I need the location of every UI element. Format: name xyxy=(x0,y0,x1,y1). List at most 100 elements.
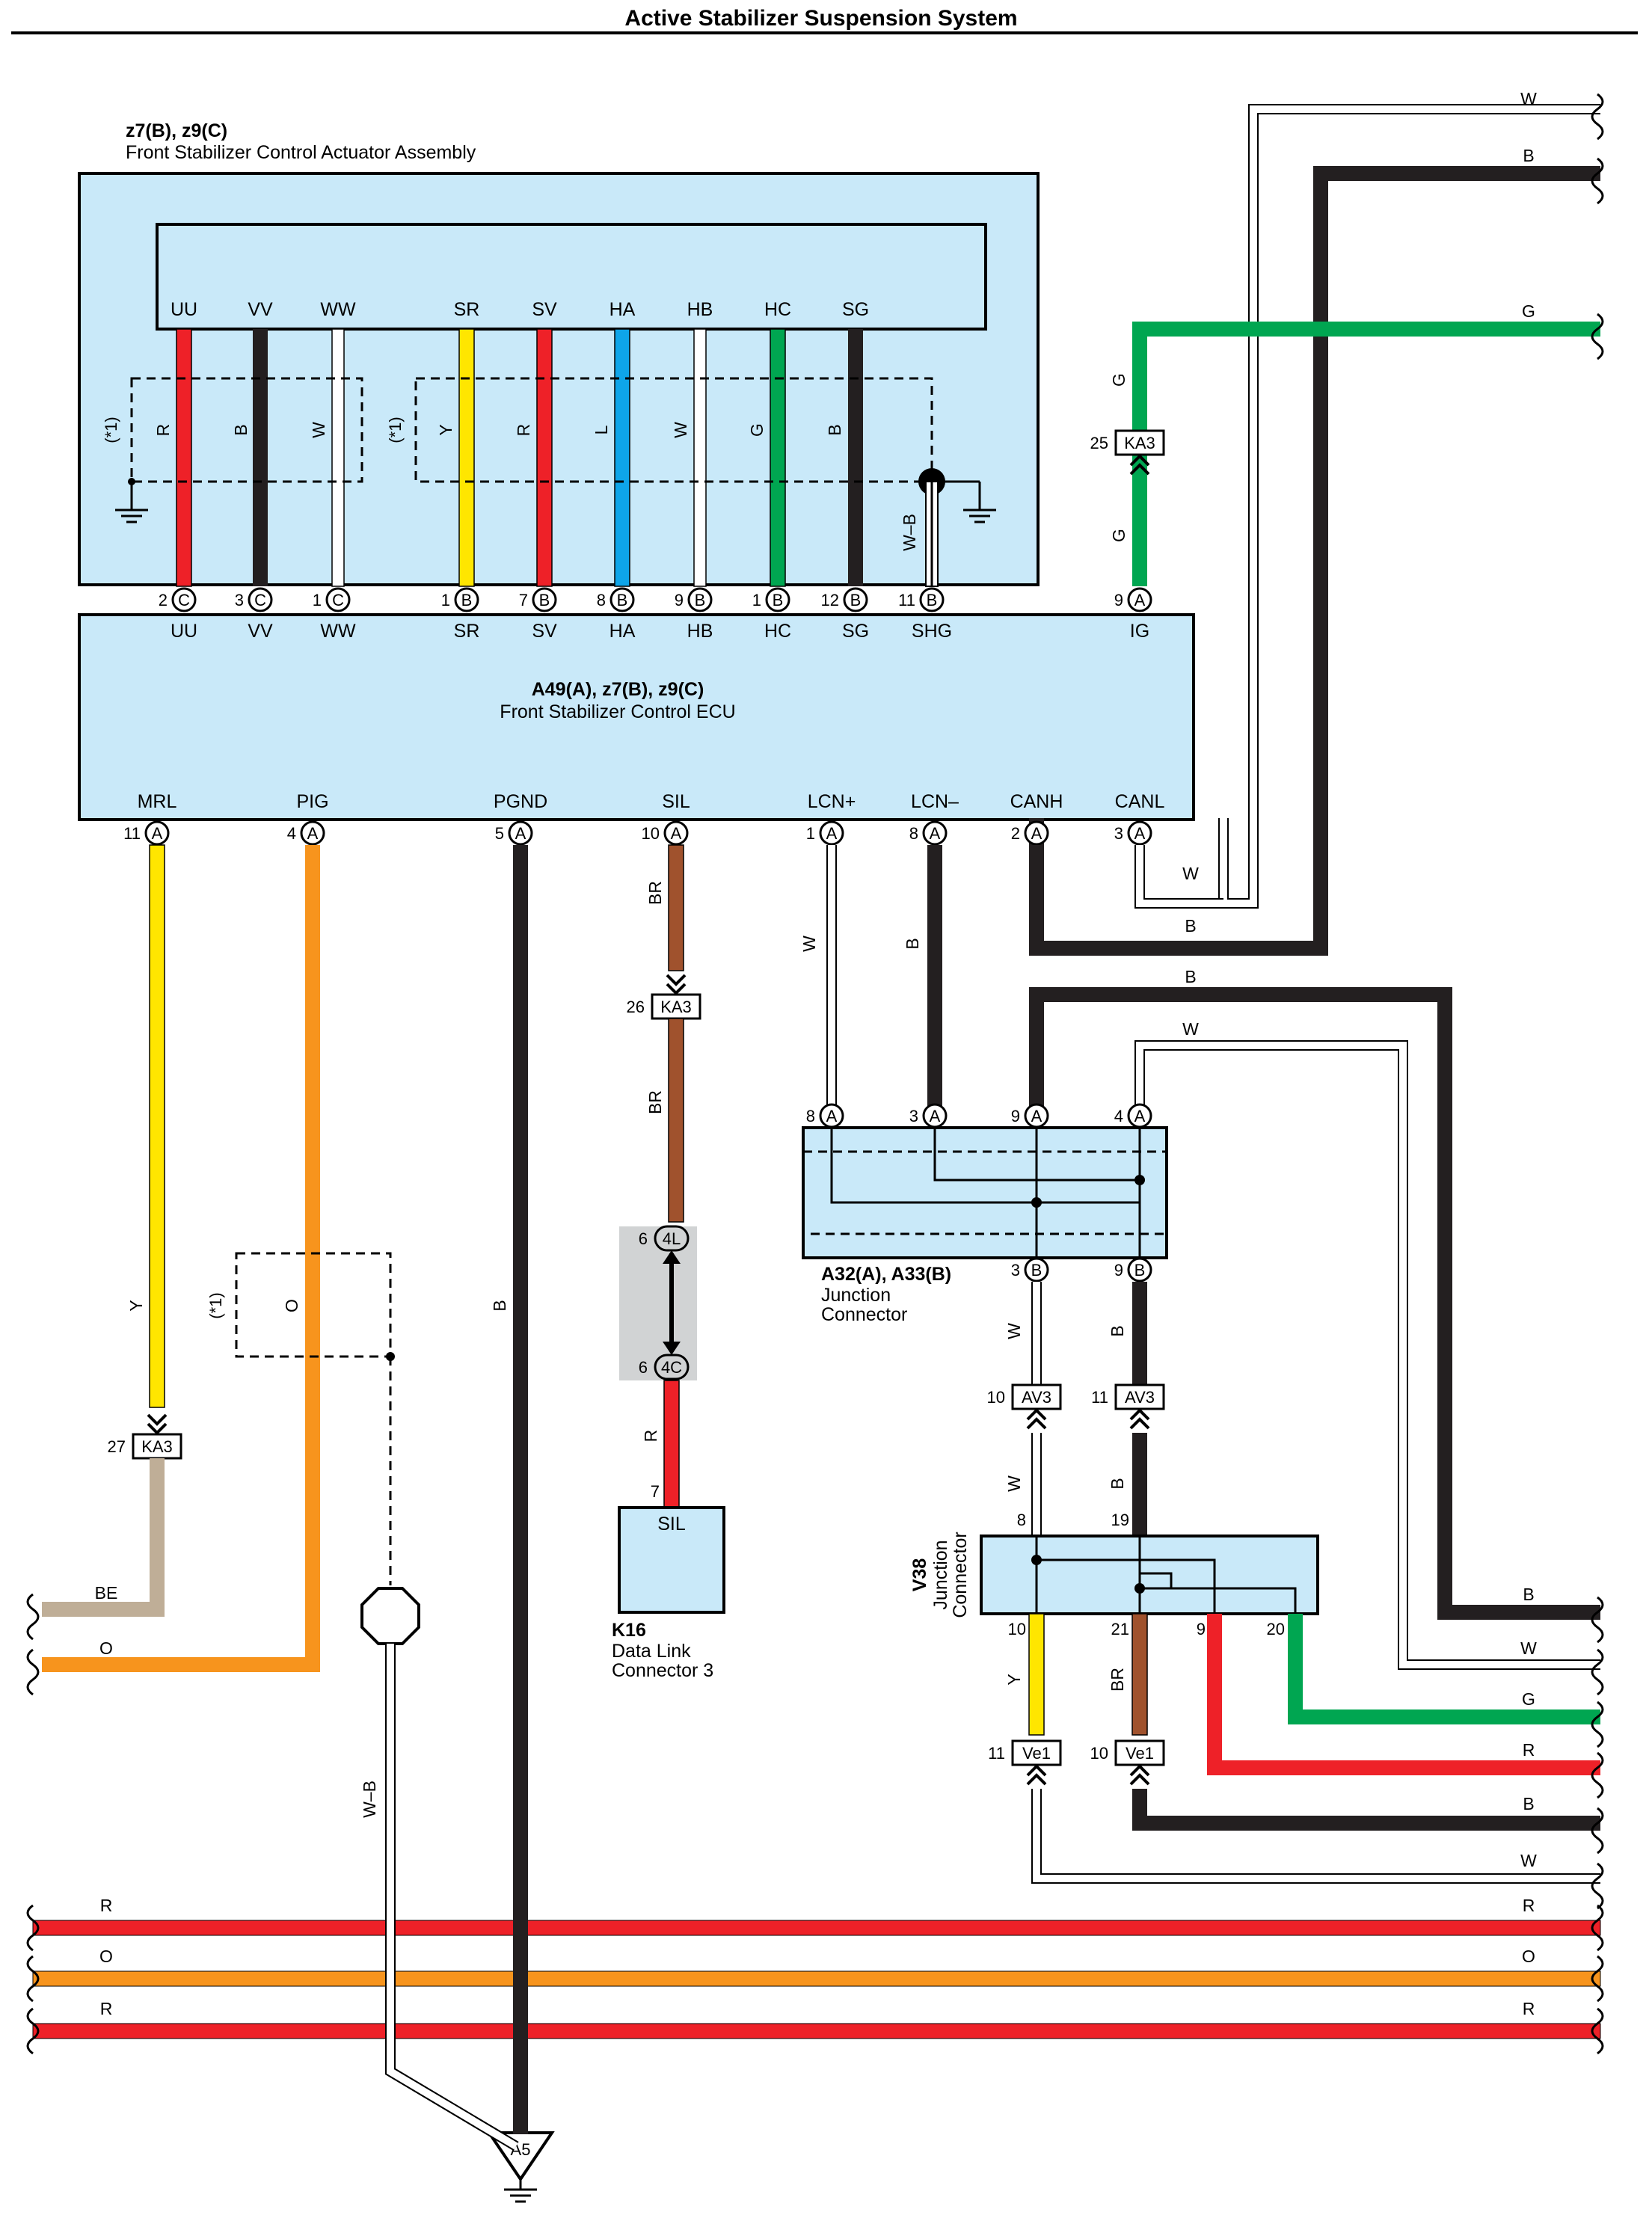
ka3-sil-connector: KA3 26 xyxy=(627,974,701,1020)
svg-text:1: 1 xyxy=(441,591,450,609)
svg-text:A: A xyxy=(515,824,526,843)
canl-wire-label: W xyxy=(1182,864,1199,883)
svg-text:10: 10 xyxy=(987,1388,1005,1407)
svg-text:PIG: PIG xyxy=(296,791,328,812)
svg-text:2: 2 xyxy=(1011,824,1020,843)
v38-name-1: Junction xyxy=(930,1540,951,1609)
top-b-wire-label: B xyxy=(1185,967,1196,986)
svg-text:A: A xyxy=(1134,824,1146,843)
act-term-sg: SG xyxy=(842,299,869,320)
sil-wire-label-3: R xyxy=(641,1430,660,1443)
svg-text:A: A xyxy=(307,824,319,843)
svg-text:1: 1 xyxy=(752,591,761,609)
svg-text:9: 9 xyxy=(1114,591,1123,609)
svg-text:A: A xyxy=(826,824,838,843)
svg-text:C: C xyxy=(332,591,344,609)
v38-top-pin-2: 19 xyxy=(1111,1511,1129,1529)
svg-text:8: 8 xyxy=(806,1107,815,1125)
svg-text:KA3: KA3 xyxy=(660,998,692,1016)
wire-vv xyxy=(253,329,268,586)
diagram-title: Active Stabilizer Suspension System xyxy=(624,6,1017,31)
dlc-box xyxy=(618,1506,725,1614)
act-term-ha: HA xyxy=(609,299,636,320)
act-term-uu: UU xyxy=(171,299,197,320)
av3-b-connector: AV3 11 xyxy=(1091,1383,1165,1430)
ig-wire-label-bot: G xyxy=(1109,529,1129,542)
svg-text:A: A xyxy=(152,824,163,843)
shield-label-right: (*1) xyxy=(386,417,405,443)
wire-hc xyxy=(770,328,786,587)
a32-bottom-pins: B3 B9 xyxy=(1011,1257,1152,1282)
ka3-mrl-connector: KA3 27 xyxy=(108,1413,182,1460)
act-term-hc: HC xyxy=(764,299,791,320)
a32-top-pins: A8 A3 A9 A4 xyxy=(806,1103,1152,1128)
ve1-br-label: BR xyxy=(1108,1668,1127,1692)
svg-text:G: G xyxy=(747,423,767,437)
svg-text:2: 2 xyxy=(159,591,168,609)
bus-right-1: R xyxy=(1523,1896,1535,1915)
av3-w-connector: AV3 10 xyxy=(987,1383,1062,1430)
edge-label-r1: R xyxy=(1523,1740,1535,1760)
bottom-buses: R O R R O R xyxy=(32,1896,1601,2039)
shield-junction-octagon xyxy=(360,1587,420,1645)
svg-text:B: B xyxy=(773,591,784,609)
svg-text:B: B xyxy=(461,591,473,609)
bus-left-3: R xyxy=(100,1999,113,2018)
ground-a5: A5 xyxy=(486,2131,555,2203)
svg-text:HA: HA xyxy=(609,621,636,642)
svg-text:A: A xyxy=(826,1107,838,1125)
ecu-name: Front Stabilizer Control ECU xyxy=(500,701,735,722)
top-w-wire-label: W xyxy=(1182,1019,1199,1039)
a32-name-1: Junction xyxy=(821,1285,891,1306)
jb-4l: 4L 6 xyxy=(639,1225,690,1252)
svg-text:L: L xyxy=(592,425,611,434)
v38-bot-pin-1: 10 xyxy=(1008,1620,1026,1638)
edge-label-o-left: O xyxy=(99,1638,113,1658)
edge-break-marks-right xyxy=(1591,93,1604,2055)
jc-v38-box xyxy=(980,1535,1319,1615)
shg-wire-label: W–B xyxy=(900,514,919,551)
shield-box-left xyxy=(130,377,363,483)
svg-text:1: 1 xyxy=(806,824,815,843)
svg-text:11: 11 xyxy=(123,824,141,843)
svg-text:SR: SR xyxy=(454,621,480,642)
svg-text:3: 3 xyxy=(235,591,244,609)
bus-right-3: R xyxy=(1523,1999,1535,2018)
edge-label-be: BE xyxy=(95,1583,118,1603)
svg-text:A: A xyxy=(930,824,941,843)
svg-text:B: B xyxy=(539,591,550,609)
svg-text:B: B xyxy=(695,591,706,609)
svg-text:KA3: KA3 xyxy=(1124,434,1155,452)
edge-label-b3: B xyxy=(1523,1794,1534,1813)
svg-text:A: A xyxy=(1031,1107,1043,1125)
svg-text:9: 9 xyxy=(1114,1261,1123,1280)
svg-text:MRL: MRL xyxy=(138,791,177,812)
lcnm-wire-label: B xyxy=(903,938,922,949)
canh-wire-label: B xyxy=(1185,916,1196,936)
svg-text:AV3: AV3 xyxy=(1022,1388,1051,1407)
actuator-name: Front Stabilizer Control Actuator Assemb… xyxy=(126,142,476,163)
svg-text:A: A xyxy=(1031,824,1043,843)
svg-text:SIL: SIL xyxy=(662,791,690,812)
actuator-terminals: UU VV WW SR SV HA HB HC SG xyxy=(171,299,869,320)
svg-text:4C: 4C xyxy=(661,1358,682,1377)
svg-text:AV3: AV3 xyxy=(1125,1388,1155,1407)
av3-w-label-top: W xyxy=(1004,1323,1024,1339)
wire-hb xyxy=(693,328,707,587)
svg-text:6: 6 xyxy=(639,1358,648,1377)
edge-label-b2: B xyxy=(1523,1585,1534,1604)
svg-text:10: 10 xyxy=(1090,1744,1108,1763)
wire-sv xyxy=(536,328,553,587)
svg-text:C: C xyxy=(178,591,190,609)
svg-text:R: R xyxy=(514,424,533,437)
dlc-terminal: SIL xyxy=(657,1514,686,1535)
svg-text:5: 5 xyxy=(495,824,504,843)
svg-text:SG: SG xyxy=(842,621,869,642)
